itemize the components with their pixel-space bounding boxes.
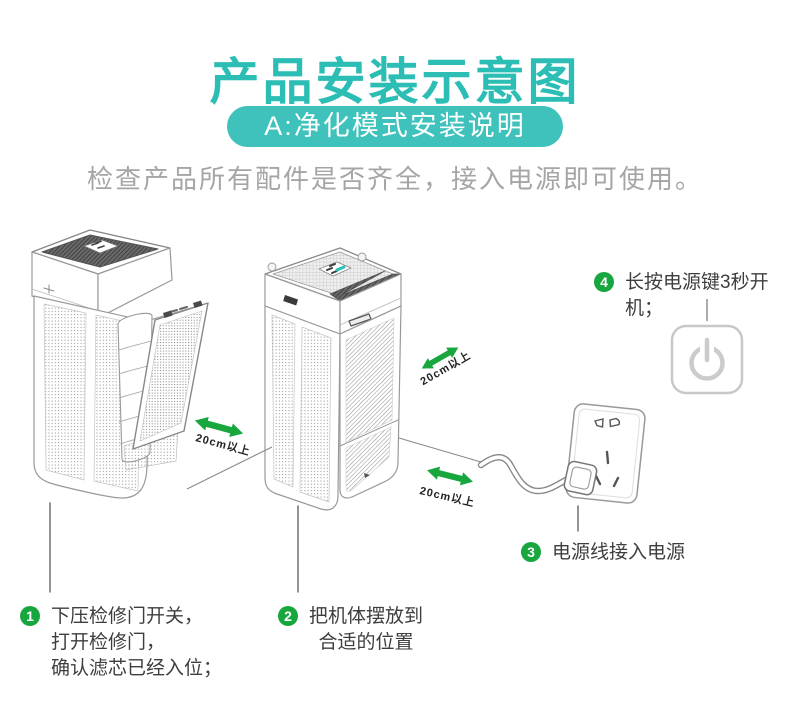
step-3-badge: 3 — [521, 542, 541, 562]
floor-line-right — [398, 437, 482, 463]
spacing-arrows — [194, 347, 473, 486]
floor-line-left — [186, 446, 273, 490]
double-headed-arrow-icon — [421, 347, 459, 369]
step-4-text: 长按电源键3秒开机； — [625, 272, 769, 319]
step-4-badge: 4 — [594, 272, 614, 292]
double-headed-arrow-icon — [194, 416, 244, 438]
intro-description: 检查产品所有配件是否齐全，接入电源即可使用。 — [86, 164, 703, 194]
power-button-icon — [670, 299, 744, 395]
step-3-text: 电源线接入电源 — [552, 542, 686, 563]
power-cable-plug-illustration — [477, 454, 598, 496]
air-purifier-open-door-illustration — [31, 229, 209, 593]
mode-banner: A:净化模式安装说明 — [227, 106, 563, 147]
step-2-badge: 2 — [278, 606, 298, 626]
step-2: 2 把机体摆放到 合适的位置 — [278, 604, 423, 656]
page-title: 产品安装示意图 — [209, 54, 581, 110]
step-2-text: 把机体摆放到 合适的位置 — [309, 606, 424, 653]
double-headed-arrow-icon — [427, 466, 473, 486]
access-door — [132, 300, 209, 450]
plug — [563, 460, 598, 496]
step-1: 1 下压检修门开关， 打开检修门， 确认滤芯已经入位； — [20, 604, 222, 682]
step-1-badge: 1 — [20, 606, 40, 626]
step-3: 3 电源线接入电源 — [521, 540, 685, 566]
step-1-text: 下压检修门开关， 打开检修门， 确认滤芯已经入位； — [51, 606, 223, 679]
air-purifier-closed-illustration — [264, 247, 402, 593]
step-4: 4 长按电源键3秒开机； — [594, 270, 790, 322]
